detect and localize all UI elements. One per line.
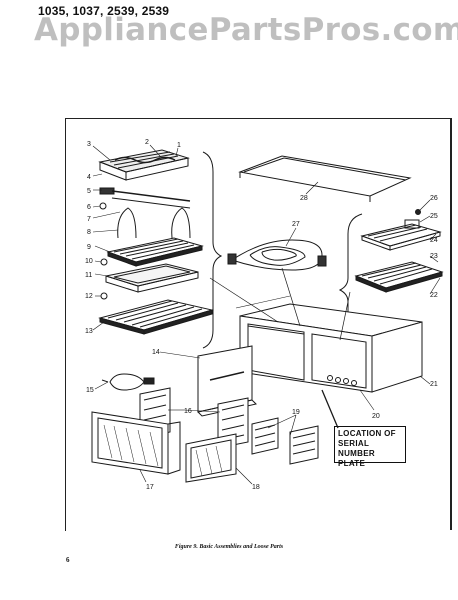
callout-22: 22 (430, 292, 438, 299)
callout-9: 9 (87, 244, 91, 251)
serial-plate-label: LOCATION OF SERIAL NUMBER PLATE (334, 426, 406, 468)
callout-6: 6 (87, 204, 91, 211)
part-wire-hanger (117, 207, 191, 239)
callout-8: 8 (87, 229, 91, 236)
part-door-panel (197, 345, 257, 417)
part-small-door (185, 433, 237, 483)
part-broil-pan (98, 149, 190, 181)
part-rack-left (106, 237, 204, 267)
model-numbers: 1035, 1037, 2539, 2539 (38, 4, 170, 18)
part-screw (415, 209, 421, 215)
serial-line-1: LOCATION OF (338, 429, 396, 438)
callout-21: 21 (430, 381, 438, 388)
callout-26: 26 (430, 195, 438, 202)
callout-28: 28 (300, 195, 308, 202)
bracket-left (202, 151, 223, 349)
part-rack-right-top (360, 219, 442, 251)
part-coiled-element (227, 239, 327, 271)
part-foot (100, 292, 108, 300)
callout-27: 27 (292, 221, 300, 228)
callout-5: 5 (87, 188, 91, 195)
part-knob (100, 258, 108, 266)
part-rack-right-lower (354, 261, 444, 293)
part-large-door (91, 411, 181, 475)
callout-18: 18 (252, 484, 260, 491)
callout-leaders (92, 144, 441, 485)
figure-caption: Figure 9. Basic Assemblies and Loose Par… (174, 544, 284, 550)
callout-3: 3 (87, 141, 91, 148)
callout-25: 25 (430, 213, 438, 220)
callout-10: 10 (85, 258, 93, 265)
diagram-frame (65, 118, 452, 531)
callout-7: 7 (87, 216, 91, 223)
callout-11: 11 (85, 272, 92, 279)
part-drip-tray (105, 263, 199, 293)
part-top-rail (238, 155, 412, 202)
callout-1: 1 (177, 142, 181, 149)
part-heating-rods (99, 187, 191, 210)
part-rack-large (98, 299, 214, 335)
part-cord (101, 373, 155, 391)
callout-2: 2 (145, 139, 149, 146)
callout-20: 20 (372, 413, 380, 420)
callout-16: 16 (184, 408, 192, 415)
serial-line-3: PLATE (338, 459, 366, 468)
part-side-panels-right (251, 417, 319, 465)
serial-line-2: SERIAL NUMBER (338, 439, 375, 458)
page-number: 6 (66, 556, 70, 564)
callout-13: 13 (85, 328, 93, 335)
callout-4: 4 (87, 174, 91, 181)
callout-19: 19 (292, 409, 300, 416)
watermark: AppliancePartsPros.com (34, 12, 458, 48)
callout-12: 12 (85, 293, 93, 300)
callout-15: 15 (86, 387, 94, 394)
callout-23: 23 (430, 253, 438, 260)
callout-17: 17 (146, 484, 154, 491)
callout-14: 14 (152, 349, 160, 356)
callout-24: 24 (430, 237, 438, 244)
serial-pointer (321, 389, 339, 429)
part-oven-body (235, 295, 423, 393)
diagram-frame-right (450, 118, 452, 530)
